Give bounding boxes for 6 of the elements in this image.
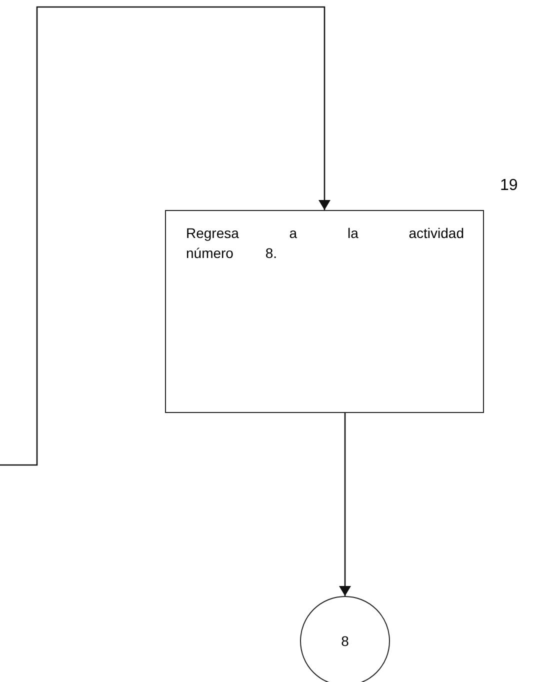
process-box	[165, 210, 484, 413]
step-text: Regresa a la actividad número 8.	[186, 224, 464, 263]
page-number: 19	[500, 176, 518, 196]
arrow	[0, 6, 330, 466]
arrow	[339, 413, 351, 596]
connector-number: 8	[341, 632, 349, 651]
